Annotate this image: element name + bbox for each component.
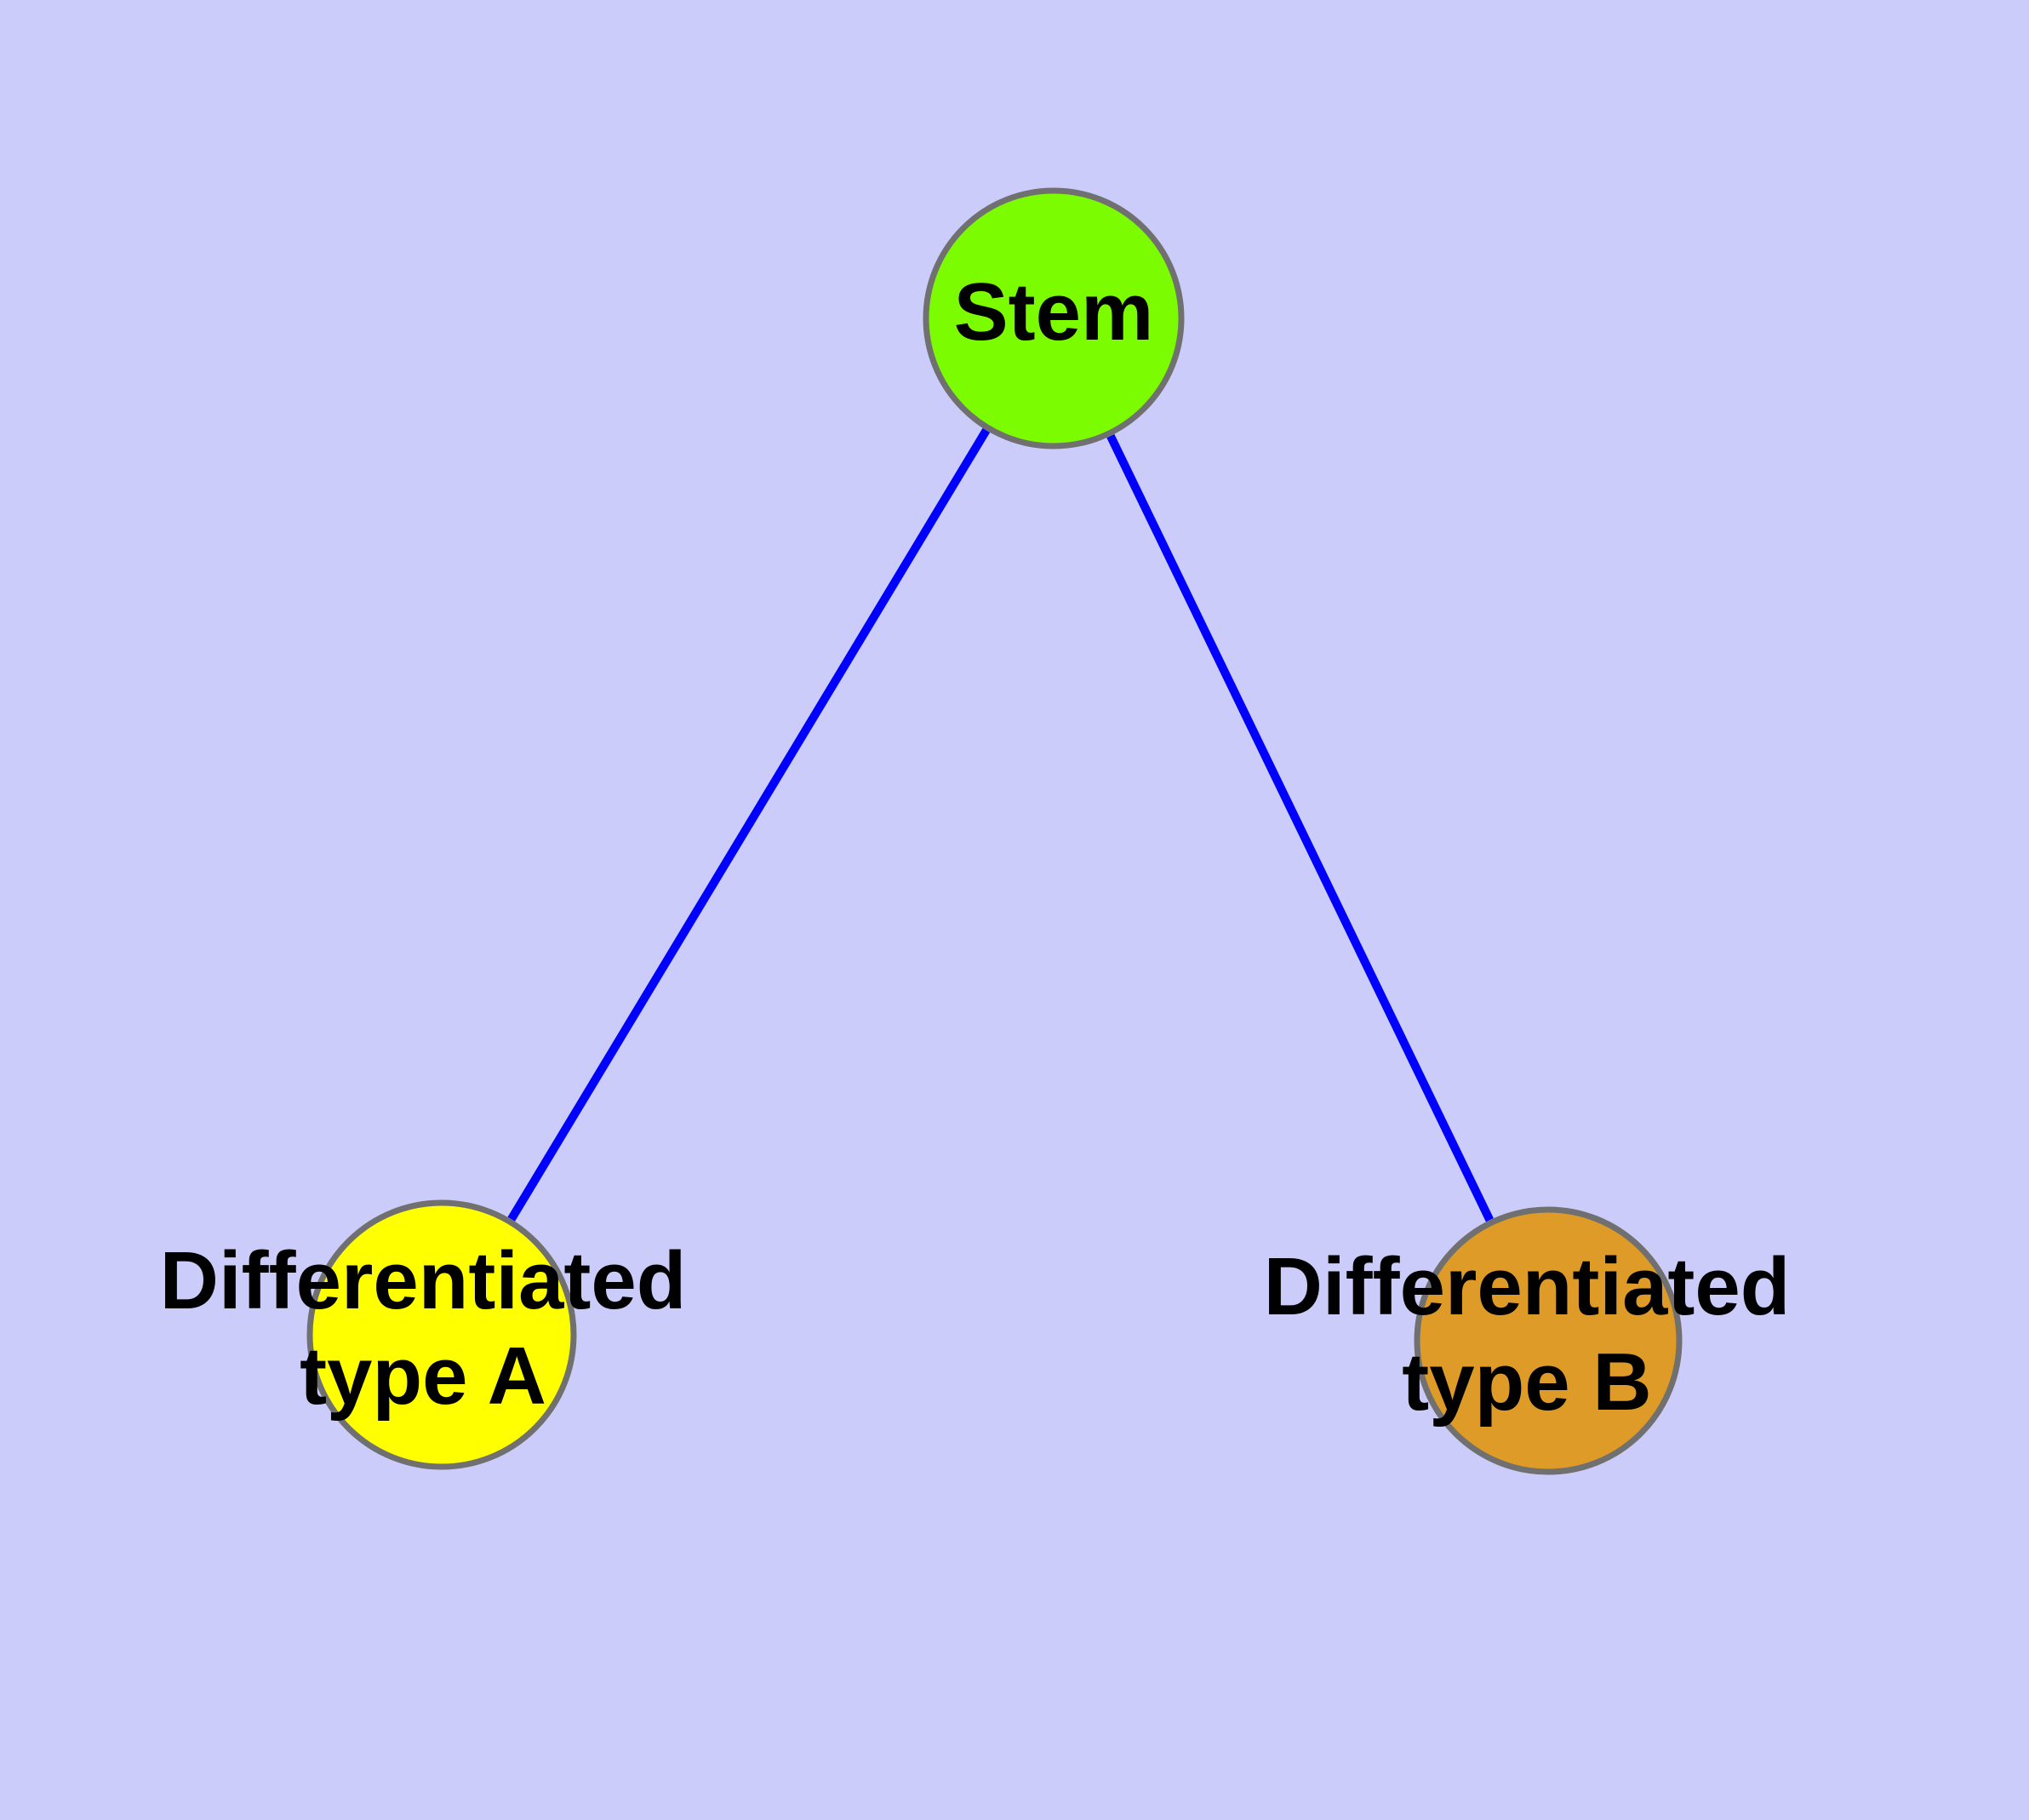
graph-node-diff_a[interactable] (306, 1199, 577, 1470)
edges-layer (507, 427, 1494, 1222)
label-line: type A (300, 1331, 546, 1422)
graph-edge[interactable] (1106, 434, 1494, 1222)
graph-node-label-stem: Stem (954, 266, 1154, 358)
label-line: Stem (954, 266, 1154, 358)
label-line: Differentiated (1264, 1241, 1791, 1332)
graph-edge[interactable] (507, 427, 991, 1222)
graph-node-diff_b[interactable] (1414, 1206, 1683, 1475)
nodes-layer (306, 187, 1683, 1475)
graph-node-stem[interactable] (923, 187, 1185, 449)
label-line: Differentiated (160, 1235, 687, 1326)
label-line: type B (1402, 1336, 1651, 1428)
